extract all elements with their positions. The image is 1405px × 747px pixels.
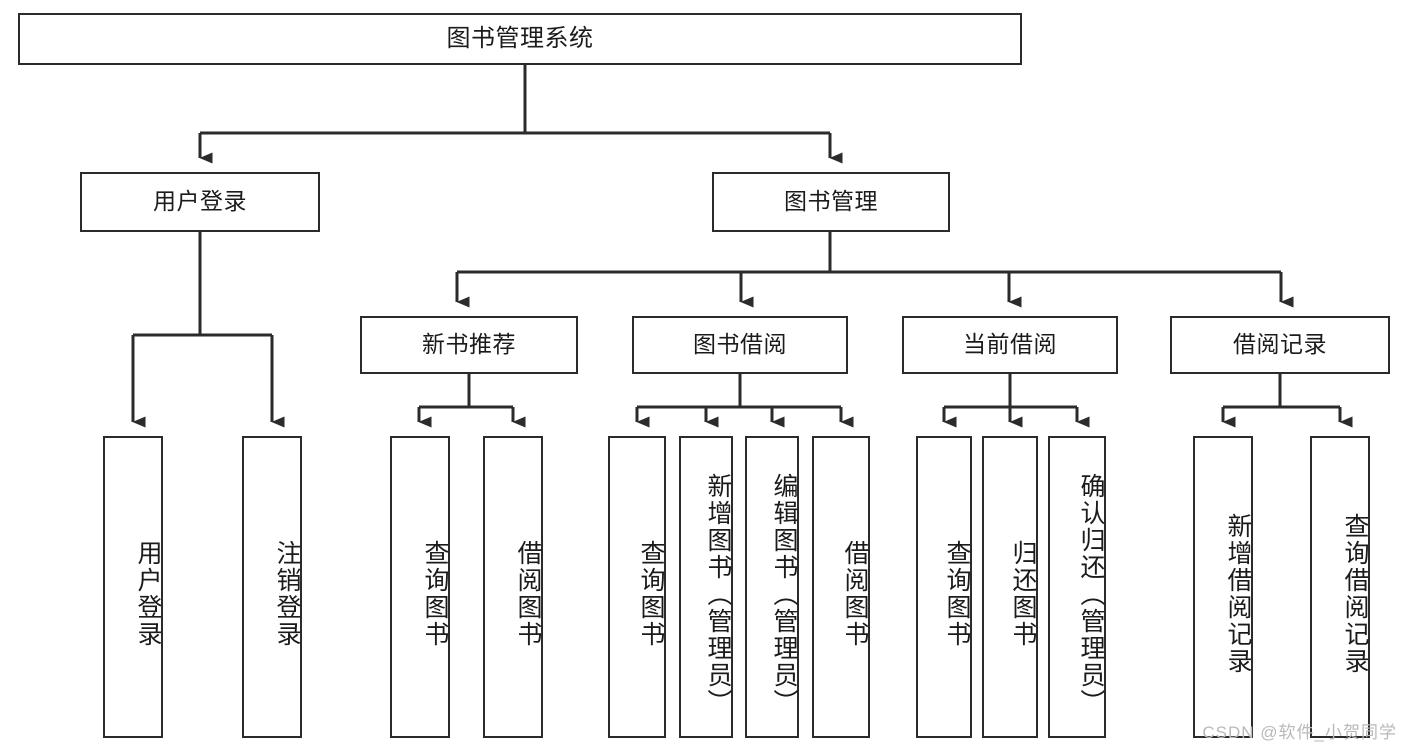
node-book-management-label: 图书管理 [784, 188, 878, 215]
node-borrow-records[interactable]: 借阅记录 [1170, 316, 1390, 374]
node-query-book-1[interactable]: 查询图书 [390, 436, 450, 738]
node-new-book-recommend[interactable]: 新书推荐 [360, 316, 578, 374]
node-query-book-1-label: 查询图书 [421, 540, 449, 648]
node-borrow-book-2[interactable]: 借阅图书 [812, 436, 870, 738]
node-query-book-3[interactable]: 查询图书 [916, 436, 972, 738]
node-query-borrow-record[interactable]: 查询借阅记录 [1310, 436, 1370, 738]
node-root[interactable]: 图书管理系统 [18, 13, 1022, 65]
node-edit-book-admin[interactable]: 编辑图书（管理员） [745, 436, 799, 738]
node-add-borrow-record-label: 新增借阅记录 [1224, 513, 1252, 675]
node-user-logout-leaf[interactable]: 注销登录 [242, 436, 302, 738]
node-confirm-return-admin-label: 确认归还（管理员） [1077, 472, 1105, 716]
node-new-book-recommend-label: 新书推荐 [422, 331, 516, 358]
node-borrow-book-1[interactable]: 借阅图书 [483, 436, 543, 738]
node-query-book-3-label: 查询图书 [943, 540, 971, 648]
node-user-login-leaf[interactable]: 用户登录 [103, 436, 163, 738]
node-add-borrow-record[interactable]: 新增借阅记录 [1193, 436, 1253, 738]
node-book-borrowing-label: 图书借阅 [693, 331, 787, 358]
node-return-book-label: 归还图书 [1009, 540, 1037, 648]
node-add-book-admin-label: 新增图书（管理员） [704, 472, 732, 716]
node-user-login-label: 用户登录 [153, 188, 247, 215]
node-borrow-book-2-label: 借阅图书 [841, 540, 869, 648]
node-borrow-records-label: 借阅记录 [1233, 331, 1327, 358]
node-return-book[interactable]: 归还图书 [982, 436, 1038, 738]
node-query-book-2-label: 查询图书 [637, 540, 665, 648]
node-user-login-leaf-label: 用户登录 [134, 540, 162, 648]
node-query-book-2[interactable]: 查询图书 [608, 436, 666, 738]
node-current-borrowing[interactable]: 当前借阅 [902, 316, 1118, 374]
node-book-management[interactable]: 图书管理 [712, 172, 950, 232]
node-add-book-admin[interactable]: 新增图书（管理员） [679, 436, 733, 738]
node-edit-book-admin-label: 编辑图书（管理员） [770, 472, 798, 716]
node-borrow-book-1-label: 借阅图书 [514, 540, 542, 648]
node-current-borrowing-label: 当前借阅 [963, 331, 1057, 358]
node-user-logout-leaf-label: 注销登录 [273, 540, 301, 648]
node-root-label: 图书管理系统 [446, 24, 594, 52]
node-query-borrow-record-label: 查询借阅记录 [1341, 513, 1369, 675]
watermark: CSDN @软件_小贺同学 [1202, 723, 1397, 742]
node-user-login[interactable]: 用户登录 [80, 172, 320, 232]
node-book-borrowing[interactable]: 图书借阅 [632, 316, 848, 374]
node-confirm-return-admin[interactable]: 确认归还（管理员） [1048, 436, 1106, 738]
